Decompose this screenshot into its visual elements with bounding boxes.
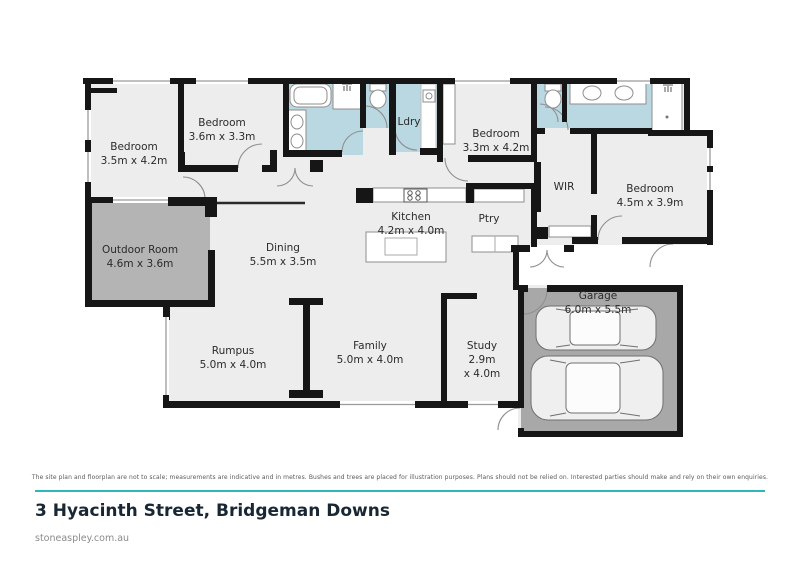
car-icon [530, 355, 664, 421]
svg-text:Outdoor Room: Outdoor Room [102, 244, 178, 256]
walls [83, 78, 713, 437]
car-icon [535, 305, 657, 351]
windows [85, 78, 713, 408]
room-label-dining: Dining 5.5m x 3.5m [250, 242, 317, 268]
svg-text:Rumpus: Rumpus [212, 345, 255, 357]
laundry-tub-icon [420, 83, 437, 151]
svg-text:3.3m x 4.2m: 3.3m x 4.2m [463, 142, 530, 154]
room-label-kitchen: Kitchen 4.2m x 4.0m [378, 211, 445, 237]
toilet-icon [369, 83, 387, 109]
room-label-outdoor: Outdoor Room 4.6m x 3.6m [102, 244, 178, 270]
svg-text:5.5m x 3.5m: 5.5m x 3.5m [250, 256, 317, 268]
room-label-family: Family 5.0m x 4.0m [337, 340, 404, 366]
agency-website: stoneaspley.com.au [35, 533, 130, 544]
svg-text:5.0m x 4.0m: 5.0m x 4.0m [200, 359, 267, 371]
svg-text:Dining: Dining [266, 242, 300, 254]
vanity-icon [287, 109, 307, 154]
svg-text:4.5m x 3.9m: 4.5m x 3.9m [617, 197, 684, 209]
svg-text:4.2m x 4.0m: 4.2m x 4.0m [378, 225, 445, 237]
room-label-laundry: Ldry [397, 116, 420, 128]
disclaimer-text: The site plan and floorplan are not to s… [31, 474, 769, 481]
room-label-rumpus: Rumpus 5.0m x 4.0m [200, 345, 267, 371]
room-label-study: Study 2.9m x 4.0m [464, 340, 500, 380]
svg-text:Garage: Garage [579, 290, 617, 302]
room-label-bedroom-1: Bedroom 3.5m x 4.2m [101, 141, 168, 167]
svg-text:3.6m x 3.3m: 3.6m x 3.3m [189, 131, 256, 143]
room-label-wir: WIR [554, 181, 575, 193]
robe [442, 83, 456, 145]
svg-text:3.5m x 4.2m: 3.5m x 4.2m [101, 155, 168, 167]
room-label-bedroom-4: Bedroom 4.5m x 3.9m [617, 183, 684, 209]
toilet-icon [544, 83, 562, 109]
room-label-bedroom-3: Bedroom 3.3m x 4.2m [463, 128, 530, 154]
fixtures [287, 81, 683, 421]
accent-divider [35, 490, 765, 492]
room-label-pantry: Ptry [479, 213, 500, 225]
svg-text:WIR: WIR [554, 181, 575, 193]
svg-text:4.6m x 3.6m: 4.6m x 3.6m [107, 258, 174, 270]
svg-text:Family: Family [353, 340, 387, 352]
svg-text:x 4.0m: x 4.0m [464, 368, 500, 380]
room-label-garage: Garage 6.0m x 5.5m [565, 290, 632, 316]
pantry-shelves [471, 188, 525, 253]
shower-icon [332, 82, 362, 110]
svg-text:2.9m: 2.9m [469, 354, 496, 366]
svg-text:6.0m x 5.5m: 6.0m x 5.5m [565, 304, 632, 316]
svg-text:Study: Study [467, 340, 497, 352]
svg-text:Bedroom: Bedroom [626, 183, 674, 195]
svg-text:Ptry: Ptry [479, 213, 500, 225]
double-vanity-icon [569, 82, 647, 105]
shower-icon [651, 81, 683, 133]
room-label-bedroom-2: Bedroom 3.6m x 3.3m [189, 117, 256, 143]
bathtub-icon [289, 83, 332, 108]
svg-text:Ldry: Ldry [397, 116, 420, 128]
svg-text:Bedroom: Bedroom [198, 117, 246, 129]
svg-text:5.0m x 4.0m: 5.0m x 4.0m [337, 354, 404, 366]
svg-text:Kitchen: Kitchen [391, 211, 430, 223]
kitchen-island [365, 231, 447, 263]
property-address: 3 Hyacinth Street, Bridgeman Downs [35, 501, 390, 521]
svg-text:Bedroom: Bedroom [472, 128, 520, 140]
wir-shelf [548, 225, 592, 238]
svg-text:Bedroom: Bedroom [110, 141, 158, 153]
stove-icon [403, 188, 428, 203]
door-arcs [182, 103, 674, 431]
